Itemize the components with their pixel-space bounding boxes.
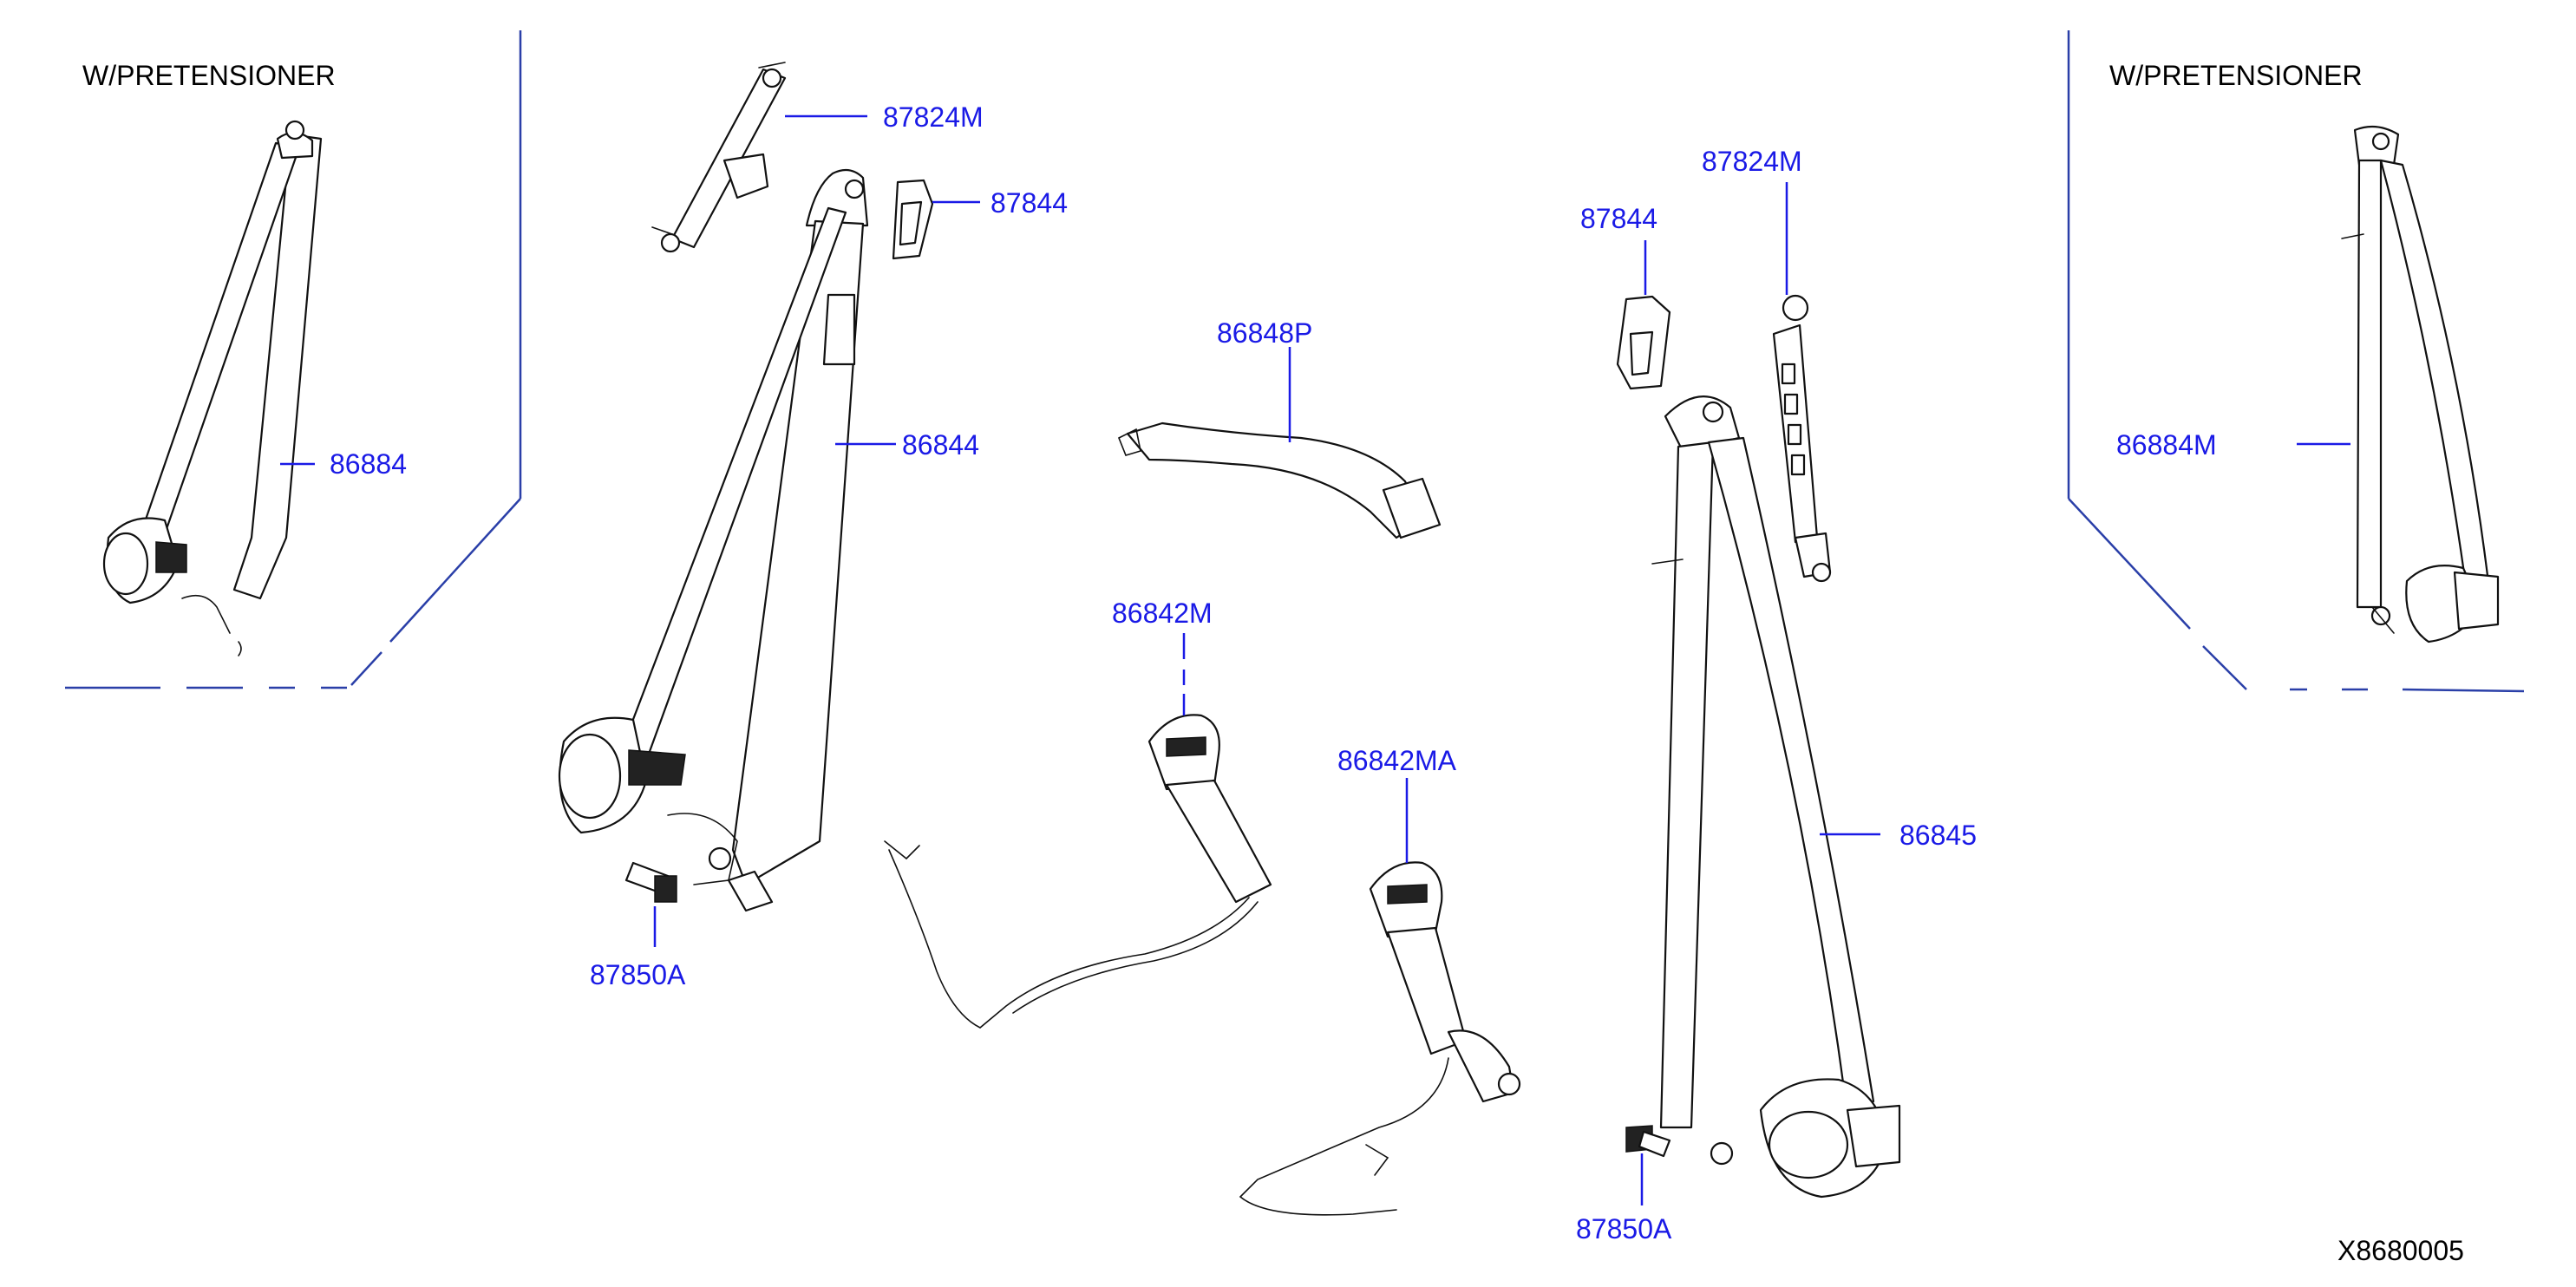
buckle-assembly-alt-part	[1239, 861, 1521, 1216]
callout-87824M-right: 87824M	[1702, 146, 1802, 177]
front-seat-belt-assembly-left-part	[558, 168, 869, 912]
callout-86842M: 86842M	[1112, 598, 1213, 629]
callout-86844: 86844	[902, 429, 979, 461]
callout-87850A-right: 87850A	[1576, 1213, 1672, 1245]
anchor-cover-left-part	[892, 179, 934, 260]
left-variant-note: W/PRETENSIONER	[82, 60, 336, 91]
callout-86884M: 86884M	[2116, 429, 2217, 461]
callout-86842MA: 86842MA	[1337, 745, 1457, 776]
front-belt-pretensioner-left-part	[102, 120, 323, 657]
rear-seat-belt-assembly-part	[1651, 395, 1901, 1199]
left-variant-panel-border	[65, 30, 522, 689]
diagram-id-label: X8680005	[2337, 1235, 2464, 1266]
callout-87850A-left: 87850A	[590, 959, 686, 990]
right-variant-panel-border	[2067, 30, 2525, 693]
callout-87844-left: 87844	[991, 187, 1068, 219]
anchor-cover-right-part	[1616, 295, 1671, 390]
callout-86848P: 86848P	[1217, 317, 1312, 349]
shoulder-anchor-adjuster-right-part	[1772, 294, 1832, 583]
rear-belt-pretensioner-right-part	[2341, 125, 2500, 644]
callout-86884: 86884	[330, 448, 407, 480]
anchor-bolt-left-part	[624, 861, 677, 903]
callout-87824M-left: 87824M	[883, 101, 984, 133]
buckle-assembly-part	[884, 714, 1272, 1029]
shoulder-anchor-adjuster-left-part	[651, 62, 787, 253]
anchor-bolt-right-part	[1625, 1125, 1671, 1158]
callout-86845: 86845	[1899, 820, 1977, 851]
center-lap-belt-part	[1117, 421, 1442, 539]
callout-87844-right: 87844	[1580, 203, 1657, 234]
right-variant-note: W/PRETENSIONER	[2109, 60, 2363, 91]
